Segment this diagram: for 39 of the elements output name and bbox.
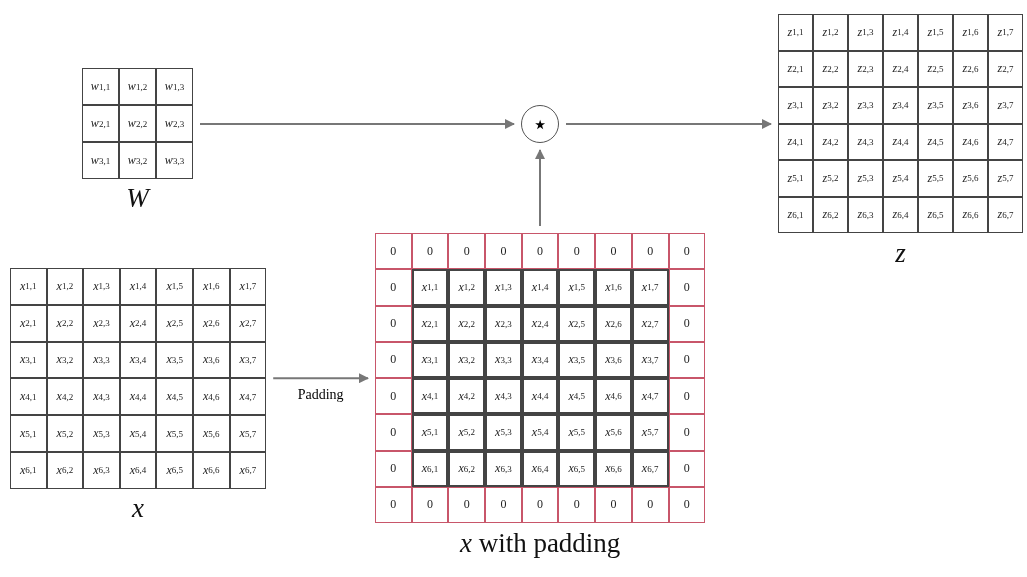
arrow	[535, 149, 545, 227]
matrix-entry: 0	[375, 305, 412, 342]
arrow	[565, 119, 772, 129]
matrix-entry: 0	[485, 486, 522, 523]
matrix-entry: 0	[521, 233, 559, 270]
matrix-entry: 0	[375, 233, 412, 270]
matrix-entry: 0	[595, 486, 632, 523]
matrix-entry: 0	[411, 233, 449, 270]
matrix-entry: 0	[668, 486, 706, 523]
matrix-entry: 0	[375, 269, 412, 306]
matrix-caption: W	[126, 183, 149, 214]
matrix-entry: 0	[375, 341, 412, 378]
matrix-entry: 0	[521, 486, 559, 523]
matrix-entry: 0	[448, 486, 486, 523]
matrix-entry: 0	[631, 233, 669, 270]
matrix-entry: 0	[375, 486, 412, 523]
matrix-entry: 0	[375, 378, 412, 415]
matrix-entry: 0	[668, 305, 706, 342]
matrix-entry: 0	[668, 341, 706, 378]
matrix-caption: x	[132, 493, 145, 524]
matrix-caption: x with padding	[459, 528, 621, 559]
arrow	[272, 373, 369, 384]
matrix-entry: 0	[595, 233, 632, 270]
arrow	[199, 119, 515, 129]
matrix-entry: 0	[485, 233, 522, 270]
matrix-entry: 0	[668, 269, 706, 306]
matrix-entry: 0	[668, 414, 706, 451]
matrix-entry: 0	[668, 233, 706, 270]
edge-label: Padding	[297, 387, 344, 404]
matrix-entry: 0	[668, 450, 706, 487]
matrix-entry: 0	[375, 450, 412, 487]
matrix-entry: 0	[448, 233, 486, 270]
matrix-entry: 0	[631, 486, 669, 523]
matrix-entry: 0	[411, 486, 449, 523]
matrix-caption: z	[895, 238, 906, 269]
matrix-entry: 0	[558, 486, 596, 523]
matrix-entry: 0	[668, 378, 706, 415]
matrix-entry: 0	[375, 414, 412, 451]
matrix-entry: 0	[558, 233, 596, 270]
